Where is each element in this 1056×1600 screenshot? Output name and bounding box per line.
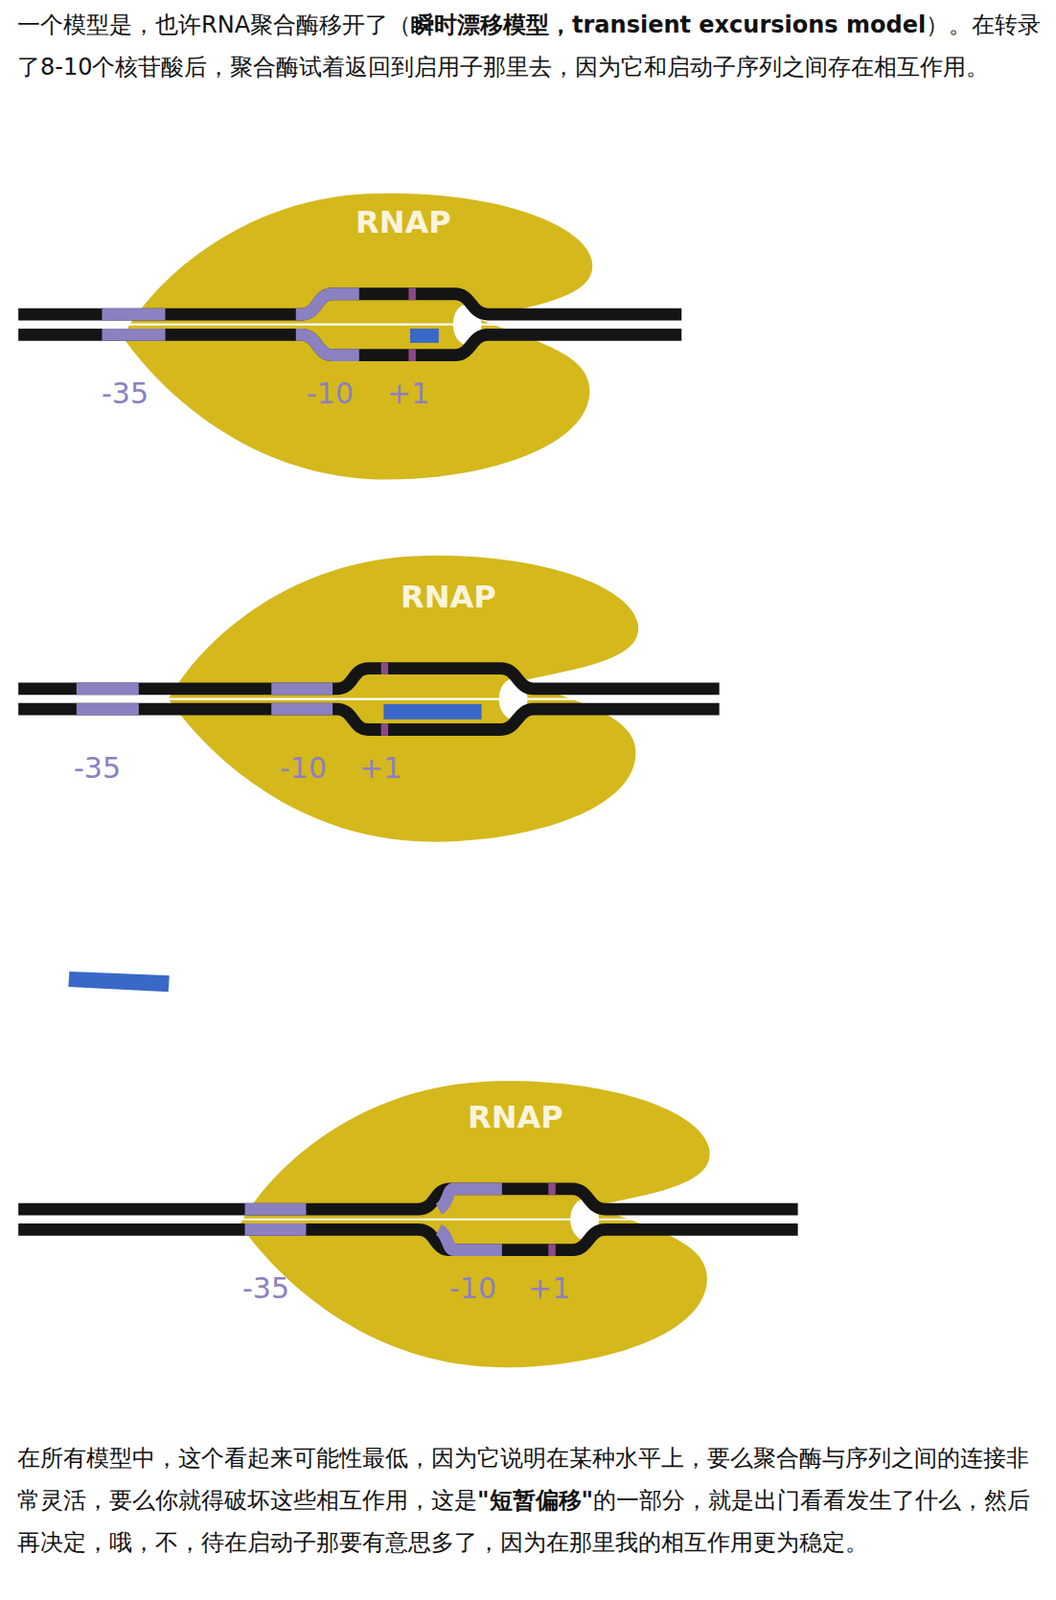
paragraph: 一个模型是，也许RNA聚合酶移开了（瞬时漂移模型，transient excur… — [17, 3, 1043, 89]
position-label: +1 — [528, 1271, 571, 1306]
position-label: -10 — [306, 376, 354, 411]
position-label: +1 — [387, 376, 430, 411]
bold-text: 瞬时漂移模型，transient excursions model — [411, 11, 926, 39]
diagram-3 — [18, 1080, 798, 1368]
position-label: +1 — [359, 751, 402, 785]
enzyme-name: RNAP — [355, 204, 452, 241]
body-text: 一个模型是，也许RNA聚合酶移开了（ — [17, 11, 412, 39]
bold-text: "短暂偏移" — [477, 1487, 594, 1515]
paragraph: 在所有模型中，这个看起来可能性最低，因为它说明在某种水平上，要么聚合酶与序列之间… — [17, 1437, 1043, 1564]
position-label: -35 — [101, 376, 149, 411]
diagram-1 — [18, 193, 682, 481]
diagram-2 — [18, 555, 719, 843]
polymerase-label-box: RNAP — [461, 1097, 570, 1138]
position-label: -35 — [242, 1271, 290, 1306]
polymerase-label-box: RNAP — [394, 576, 503, 618]
position-label: -10 — [449, 1271, 497, 1306]
enzyme-name: RNAP — [400, 578, 497, 616]
position-label: -35 — [73, 751, 121, 785]
position-label: -10 — [279, 751, 327, 785]
released-rna — [68, 971, 169, 992]
polymerase-label-box: RNAP — [349, 202, 458, 243]
enzyme-name: RNAP — [467, 1099, 564, 1136]
